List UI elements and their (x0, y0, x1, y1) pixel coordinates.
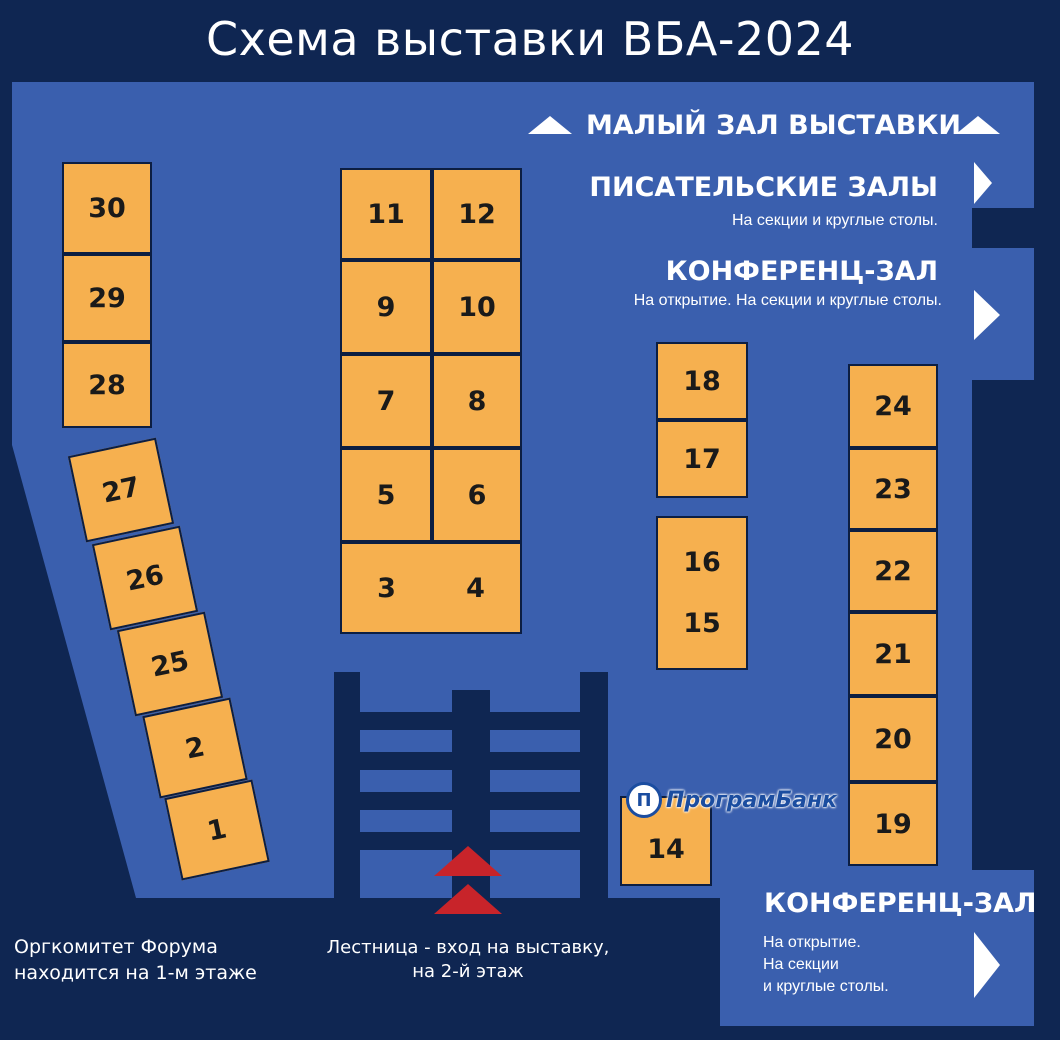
booth-20[interactable]: 20 (848, 696, 938, 782)
booth-16-label: 16 (683, 547, 721, 579)
booth-4-label: 4 (466, 572, 485, 604)
orgcommittee-note: Оргкомитет Форума находится на 1-м этаже (14, 934, 257, 986)
booth-15-16[interactable]: 16 15 (656, 516, 748, 670)
conference-hall-bottom-title[interactable]: КОНФЕРЕНЦ-ЗАЛ (764, 888, 1037, 919)
conference-hall-bottom-line3: и круглые столы. (763, 978, 889, 995)
conference-hall-bottom-line2: На секции (763, 956, 839, 973)
stairwell-left (334, 672, 360, 898)
booth-15-label: 15 (683, 607, 721, 639)
booth-7[interactable]: 7 (340, 354, 432, 448)
booth-29[interactable]: 29 (62, 254, 152, 342)
stairs-note-line2: на 2-й этаж (412, 961, 524, 982)
stairs-note-line1: Лестница - вход на выставку, (326, 937, 610, 958)
stairs-arrow-upper (434, 846, 502, 876)
booth-28[interactable]: 28 (62, 342, 152, 428)
booth-9[interactable]: 9 (340, 260, 432, 354)
writers-hall-arrow (974, 162, 992, 204)
stairs-note: Лестница - вход на выставку, на 2-й этаж (300, 936, 636, 984)
exhibition-floor (12, 82, 1034, 1026)
booth-22[interactable]: 22 (848, 530, 938, 612)
booth-17[interactable]: 17 (656, 420, 748, 498)
stair-steps (360, 712, 580, 850)
conference-hall-bottom-arrow (974, 932, 1000, 998)
booth-8[interactable]: 8 (432, 354, 522, 448)
small-hall-arrow-left (528, 116, 572, 134)
booth-3-label: 3 (377, 572, 396, 604)
sponsor-logo: П ПрограмБанк (626, 780, 837, 820)
booth-12[interactable]: 12 (432, 168, 522, 260)
booth-19[interactable]: 19 (848, 782, 938, 866)
booth-23[interactable]: 23 (848, 448, 938, 530)
small-hall-arrow-right (956, 116, 1000, 134)
page-title: Схема выставки ВБА-2024 (205, 12, 855, 66)
booth-5[interactable]: 5 (340, 448, 432, 542)
booth-6[interactable]: 6 (432, 448, 522, 542)
booth-3-4[interactable]: 3 4 (340, 542, 522, 634)
booth-30[interactable]: 30 (62, 162, 152, 254)
booth-24[interactable]: 24 (848, 364, 938, 448)
booth-25[interactable]: 25 (116, 611, 224, 717)
conference-hall-bottom-line1: На открытие. (763, 934, 861, 951)
orgcommittee-note-line1: Оргкомитет Форума (14, 936, 218, 958)
booth-10[interactable]: 10 (432, 260, 522, 354)
sponsor-logo-text: ПрограмБанк (666, 787, 838, 813)
stairs-arrow-lower (434, 884, 502, 914)
small-hall-title[interactable]: МАЛЫЙ ЗАЛ ВЫСТАВКИ (586, 110, 961, 141)
orgcommittee-note-line2: находится на 1-м этаже (14, 962, 257, 984)
conference-hall-top-title[interactable]: КОНФЕРЕНЦ-ЗАЛ (665, 256, 938, 287)
conference-hall-top-arrow (974, 290, 1000, 340)
booth-11[interactable]: 11 (340, 168, 432, 260)
booth-18[interactable]: 18 (656, 342, 748, 420)
writers-hall-title[interactable]: ПИСАТЕЛЬСКИЕ ЗАЛЫ (589, 172, 938, 203)
sponsor-logo-icon: П (626, 782, 662, 818)
booth-27[interactable]: 27 (67, 437, 175, 543)
booth-21[interactable]: 21 (848, 612, 938, 696)
conference-hall-top-subtitle: На открытие. На секции и круглые столы. (633, 292, 942, 309)
writers-hall-subtitle: На секции и круглые столы. (731, 212, 938, 229)
booth-26[interactable]: 26 (91, 525, 199, 631)
